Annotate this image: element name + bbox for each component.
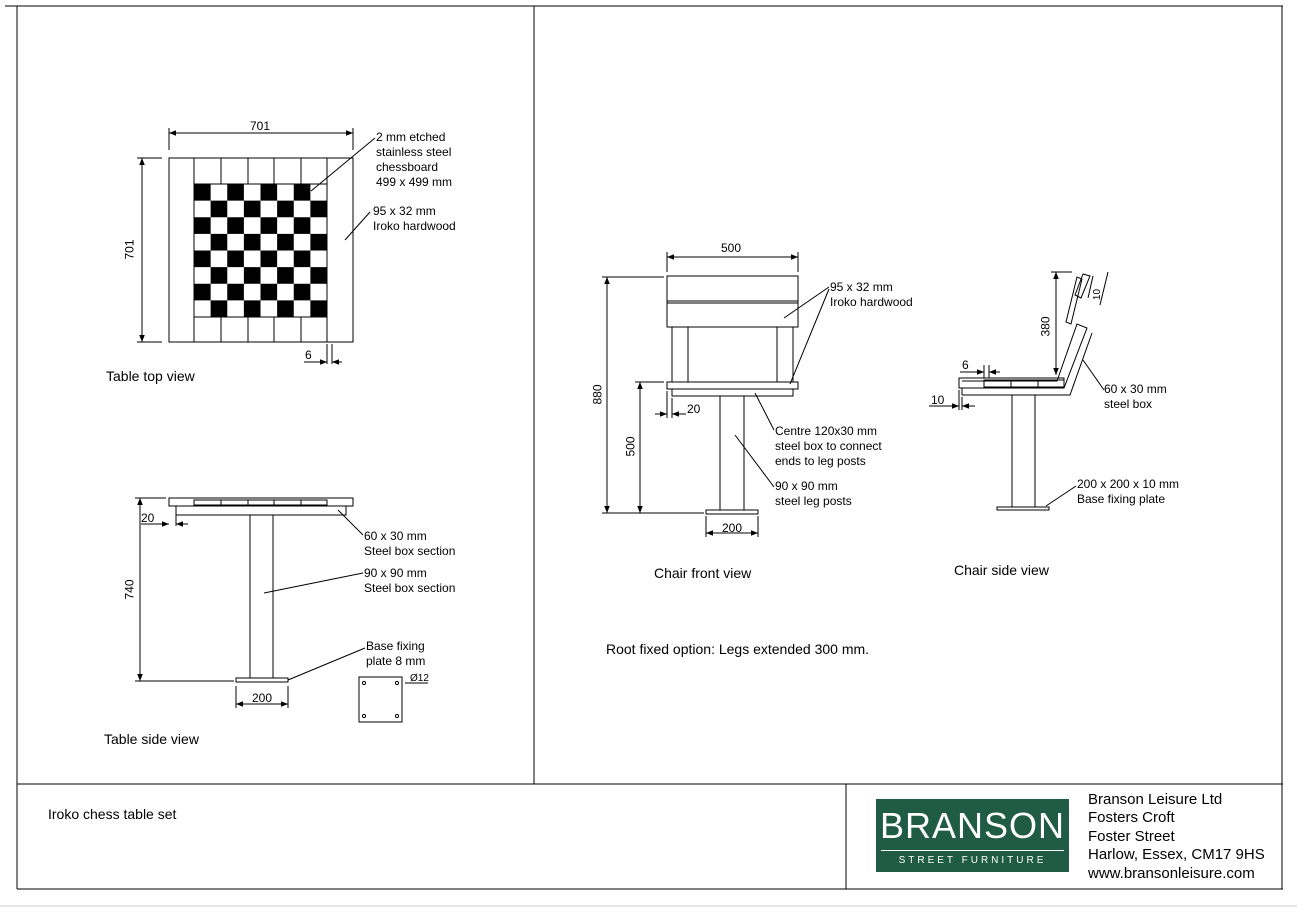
table-plate-note: Base fixing plate 8 mm <box>366 639 426 668</box>
address-line-3: Harlow, Essex, CM17 9HS <box>1088 846 1265 863</box>
chessboard-square <box>293 217 311 234</box>
chessboard-square <box>227 184 244 201</box>
chessboard-square <box>293 250 311 268</box>
chessboard-square <box>277 200 294 218</box>
table-top-height-dim: 701 <box>122 239 137 260</box>
chair-back-thickness-dim: 10 <box>1092 288 1104 301</box>
chair-legs-note: 90 x 90 mm steel leg posts <box>775 479 852 508</box>
chair-front-caption: Chair front view <box>654 565 752 581</box>
table-overhang-dim: 20 <box>141 511 155 525</box>
chair-wood-note: 95 x 32 mm Iroko hardwood <box>830 280 913 309</box>
chair-front-view <box>602 252 830 537</box>
chessboard-square <box>260 250 278 268</box>
chessboard-square <box>260 217 278 234</box>
logo-tagline: STREET FURNITURE <box>898 855 1047 866</box>
chessboard-square <box>243 300 261 318</box>
chessboard-square <box>277 300 294 318</box>
chessboard-square <box>293 283 311 301</box>
table-base-dim: 200 <box>252 691 273 705</box>
logo-wordmark: BRANSON <box>879 805 1066 846</box>
chessboard-square <box>260 283 278 301</box>
table-top-width-dim: 701 <box>250 119 271 133</box>
table-wood-note: 95 x 32 mm Iroko hardwood <box>373 204 456 233</box>
chessboard-square <box>194 217 211 234</box>
chessboard-square <box>277 267 294 284</box>
root-fixed-note: Root fixed option: Legs extended 300 mm. <box>606 641 870 657</box>
chair-side-view <box>929 271 1109 511</box>
chair-base-dim: 200 <box>722 521 743 535</box>
chessboard-square <box>310 300 328 318</box>
chessboard-square <box>227 250 244 268</box>
chair-back-dim: 380 <box>1038 316 1053 337</box>
chair-centre-note: Centre 120x30 mm steel box to connect en… <box>775 424 882 468</box>
table-frame-note: 60 x 30 mm Steel box section <box>364 529 456 558</box>
chessboard-square <box>243 200 261 218</box>
address-line-2: Foster Street <box>1088 828 1175 845</box>
chair-seat-height-dim: 500 <box>623 436 638 457</box>
chessboard-note: 2 mm etched stainless steel chessboard 4… <box>376 130 453 189</box>
chair-side-gap-dim: 6 <box>962 358 969 372</box>
chessboard-square <box>227 217 244 234</box>
table-post-note: 90 x 90 mm Steel box section <box>364 566 456 595</box>
chair-width-dim: 500 <box>721 241 742 255</box>
table-top-caption: Table top view <box>106 368 195 384</box>
chessboard-square <box>210 267 228 284</box>
chessboard-square <box>243 233 261 251</box>
chair-overhang-dim: 20 <box>687 402 701 416</box>
address-line-1: Fosters Croft <box>1088 809 1175 826</box>
chair-side-overhang-dim: 10 <box>931 393 945 407</box>
chessboard-square <box>310 200 328 218</box>
chair-plate-note: 200 x 200 x 10 mm Base fixing plate <box>1077 477 1180 506</box>
chessboard-square <box>260 184 278 201</box>
product-title: Iroko chess table set <box>48 806 177 822</box>
chessboard-square <box>194 184 211 201</box>
sheet-frame <box>0 5 1297 907</box>
table-side-caption: Table side view <box>104 731 199 747</box>
branson-logo: BRANSON STREET FURNITURE <box>876 799 1069 872</box>
chessboard-square <box>194 283 211 301</box>
chessboard-square <box>310 267 328 284</box>
chair-height-dim: 880 <box>590 384 605 405</box>
chessboard-square <box>310 233 328 251</box>
logo-divider <box>881 850 1064 851</box>
table-side-view <box>135 497 428 723</box>
chessboard-square <box>243 267 261 284</box>
chessboard-square <box>194 250 211 268</box>
chair-side-caption: Chair side view <box>954 562 1049 578</box>
chair-frame-note: 60 x 30 mm steel box <box>1104 382 1167 411</box>
chessboard <box>194 184 328 318</box>
address-company: Branson Leisure Ltd <box>1088 791 1223 808</box>
chessboard-square <box>293 184 311 201</box>
table-top-gap-dim: 6 <box>305 348 312 362</box>
chessboard-square <box>277 233 294 251</box>
chessboard-square <box>210 200 228 218</box>
chessboard-square <box>210 233 228 251</box>
plate-hole-dim: Ø12 <box>410 673 429 684</box>
table-height-dim: 740 <box>122 579 137 600</box>
chessboard-square <box>210 300 228 318</box>
chessboard-square <box>227 283 244 301</box>
website-link[interactable]: www.bransonleisure.com <box>1088 865 1255 882</box>
